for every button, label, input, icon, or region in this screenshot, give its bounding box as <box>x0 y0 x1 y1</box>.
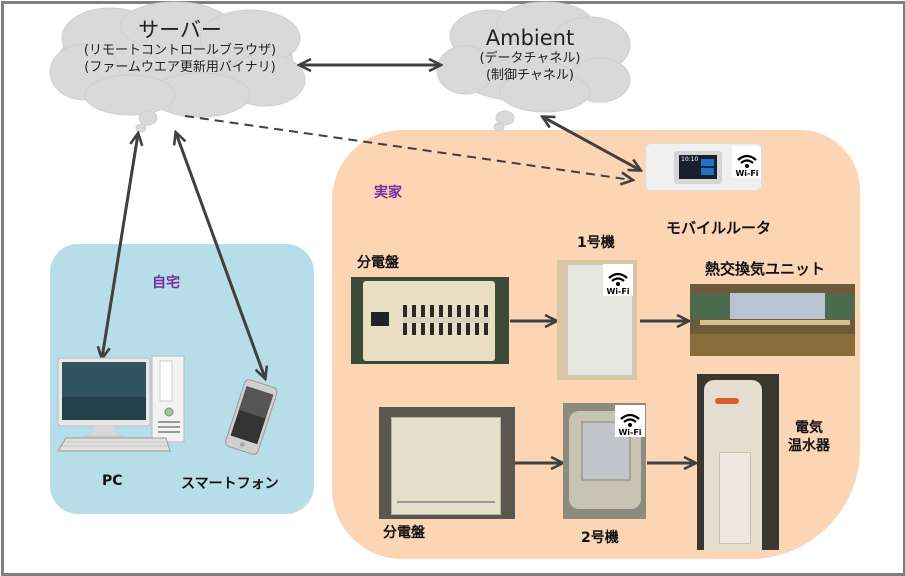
wifi-icon <box>608 272 628 286</box>
heat-exchanger-image <box>690 284 855 356</box>
arrow-server-smartphone <box>176 133 265 378</box>
server-subtitle-2: (ファームウエア更新用バイナリ) <box>84 60 276 75</box>
server-title: サーバー <box>138 18 222 42</box>
smartphone-icon <box>218 378 284 458</box>
ambient-cloud: Ambient (データチャネル) (制御チャネル) <box>455 26 605 84</box>
arrow-server-pc <box>102 134 138 358</box>
unit2-label: 2号機 <box>581 530 619 546</box>
unit2-wifi-badge: Wi-Fi <box>615 405 645 437</box>
unit1-label: 1号機 <box>577 235 615 251</box>
mobile-router-label: モバイルルータ <box>666 219 772 237</box>
router-screen-time: 10:10 <box>681 156 699 163</box>
distribution-panel-2-image <box>379 407 515 519</box>
water-heater-label-line1: 電気 <box>795 420 823 436</box>
wifi-icon <box>620 413 640 427</box>
water-heater-image <box>697 374 779 550</box>
ambient-subtitle-2: (制御チャネル) <box>485 68 574 83</box>
pc-label: PC <box>102 473 123 489</box>
server-cloud: サーバー (リモートコントロールブラウザ) (ファームウエア更新用バイナリ) <box>60 18 300 76</box>
water-heater-label-line2: 温水器 <box>788 438 830 454</box>
unit1-wifi-badge: Wi-Fi <box>603 264 633 296</box>
pc-icon <box>52 355 187 460</box>
unit2-image: Wi-Fi <box>563 403 646 519</box>
router-wifi-badge: Wi-Fi <box>732 146 761 178</box>
water-heater-label: 電気 温水器 <box>788 419 830 455</box>
unit1-wifi-label: Wi-Fi <box>606 287 630 296</box>
smartphone-label: スマートフォン <box>181 476 279 492</box>
arrow-ambient-router <box>543 117 640 170</box>
ambient-title: Ambient <box>485 26 575 50</box>
server-cloud-shape <box>49 1 306 133</box>
heat-exchanger-label: 熱交換気ユニット <box>705 260 826 278</box>
mobile-router-image: 10:10 Wi-Fi <box>645 143 762 191</box>
panel1-label: 分電盤 <box>357 255 399 271</box>
arrow-server-router-dashed <box>184 115 632 180</box>
panel2-label: 分電盤 <box>383 525 425 541</box>
unit2-wifi-label: Wi-Fi <box>618 428 642 437</box>
server-subtitle-1: (リモートコントロールブラウザ) <box>83 43 277 58</box>
distribution-panel-1-image <box>351 277 509 364</box>
ambient-subtitle-1: (データチャネル) <box>479 51 581 66</box>
parents-home-zone-label: 実家 <box>374 185 402 201</box>
home-zone-label: 自宅 <box>152 275 180 291</box>
wifi-icon <box>737 154 757 168</box>
unit1-image: Wi-Fi <box>557 260 637 380</box>
ambient-cloud-shape <box>436 1 631 132</box>
router-wifi-label: Wi-Fi <box>735 169 759 178</box>
